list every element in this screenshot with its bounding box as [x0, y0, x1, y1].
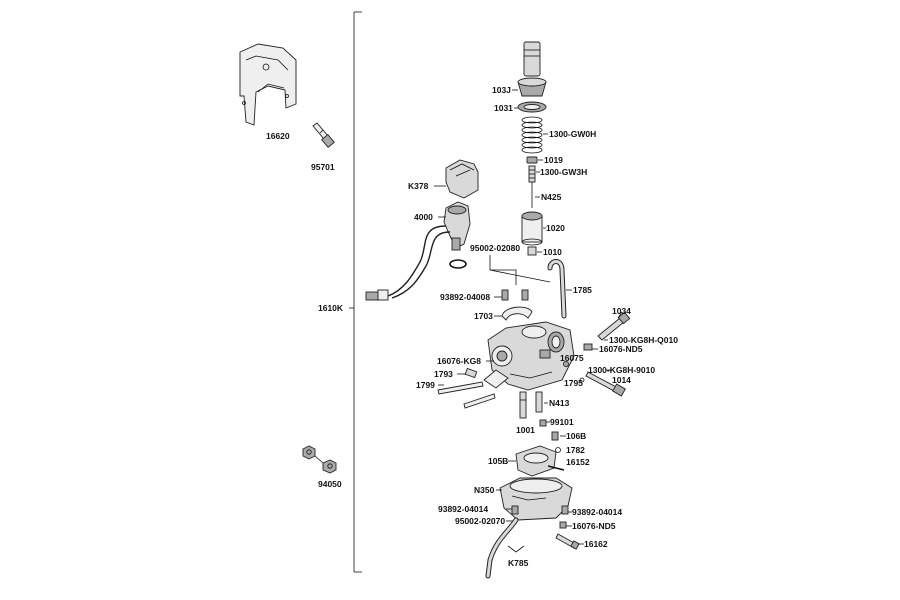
- part-93892-04014-screws: [511, 505, 569, 515]
- label-93892-04014-left: 93892-04014: [438, 504, 488, 514]
- label-1782: 1782: [566, 445, 585, 455]
- part-16152-pin: [547, 465, 565, 471]
- label-1785: 1785: [573, 285, 592, 295]
- label-16076-ND5-lower: 16076-ND5: [572, 521, 616, 531]
- part-95701-screw: [312, 122, 335, 149]
- part-1020-slide: [521, 211, 543, 246]
- label-95002-02070: 95002-02070: [455, 516, 505, 526]
- part-1019-clip: [526, 156, 538, 164]
- part-1703-gasket: [501, 306, 533, 321]
- part-99101: [539, 419, 547, 427]
- part-16162-drain-screw: [555, 533, 580, 550]
- part-N413-jet: [535, 391, 543, 413]
- label-1793: 1793: [434, 369, 453, 379]
- part-1300-KG8H-9010: [585, 371, 626, 397]
- label-1703: 1703: [474, 311, 493, 321]
- part-1300-GW0H-spring: [521, 116, 543, 154]
- label-93892-04008: 93892-04008: [440, 292, 490, 302]
- part-choke-o-ring: [449, 259, 467, 269]
- label-1034: 1034: [612, 306, 631, 316]
- label-1014: 1014: [612, 375, 631, 385]
- part-106B: [551, 431, 559, 441]
- label-N350: N350: [474, 485, 495, 495]
- part-103J-cap: [517, 41, 547, 97]
- part-K378-boot: [445, 159, 479, 199]
- label-106B: 106B: [566, 431, 586, 441]
- label-95701: 95701: [311, 162, 335, 172]
- label-16076-KG8: 16076-KG8: [437, 356, 481, 366]
- label-1300-GW0H: 1300-GW0H: [549, 129, 596, 139]
- part-1001-jet: [519, 391, 527, 419]
- part-1010: [527, 246, 537, 256]
- part-carburetor-body: [487, 321, 575, 391]
- label-93892-04014-right: 93892-04014: [572, 507, 622, 517]
- part-16076-ND5-upper: [583, 343, 593, 351]
- label-K378: K378: [408, 181, 429, 191]
- part-1785-hose: [489, 259, 567, 319]
- label-N413: N413: [549, 398, 570, 408]
- label-16620: 16620: [266, 131, 290, 141]
- label-95002-02080: 95002-02080: [470, 243, 520, 253]
- label-1001: 1001: [516, 425, 535, 435]
- label-94050: 94050: [318, 479, 342, 489]
- label-16075: 16075: [560, 353, 584, 363]
- part-93892-04008-screws: [501, 289, 529, 301]
- label-1019: 1019: [544, 155, 563, 165]
- part-1031-washer: [517, 101, 547, 113]
- label-1795: 1795: [564, 378, 583, 388]
- label-105B: 105B: [488, 456, 508, 466]
- label-16152: 16152: [566, 457, 590, 467]
- label-16076-ND5-upper: 16076-ND5: [599, 344, 643, 354]
- part-1799-studs: [437, 381, 496, 409]
- label-1799: 1799: [416, 380, 435, 390]
- part-1793: [464, 367, 478, 379]
- part-gasket-square: [483, 369, 509, 389]
- part-K785-drain-hose: [485, 517, 519, 579]
- part-4000-choke: [365, 201, 471, 301]
- part-94050-nuts: [302, 445, 337, 474]
- part-1795: [579, 377, 585, 383]
- part-1782: [555, 447, 561, 453]
- label-1300-KG8H-Q010: 1300-KG8H-Q010: [609, 335, 678, 345]
- label-1031: 1031: [494, 103, 513, 113]
- assembly-bracket: [349, 11, 362, 573]
- part-N350-float-bowl: [499, 477, 573, 521]
- label-1300-KG8H-9010: 1300-KG8H-9010: [588, 365, 655, 375]
- part-105B-float: [515, 445, 557, 477]
- label-99101: 99101: [550, 417, 574, 427]
- part-16620-cover: [239, 43, 297, 126]
- part-16075: [563, 361, 569, 367]
- label-1300-GW3H: 1300-GW3H: [540, 167, 587, 177]
- label-4000: 4000: [414, 212, 433, 222]
- label-K785: K785: [508, 558, 529, 568]
- part-1300-GW3H-needle: [528, 165, 536, 208]
- label-1010: 1010: [543, 247, 562, 257]
- label-N425: N425: [541, 192, 562, 202]
- part-1034-screw: [597, 311, 631, 341]
- label-16162: 16162: [584, 539, 608, 549]
- label-1610K: 1610K: [318, 303, 344, 313]
- label-1020: 1020: [546, 223, 565, 233]
- label-103J: 103J: [492, 85, 511, 95]
- part-16076-ND5-lower: [559, 521, 567, 529]
